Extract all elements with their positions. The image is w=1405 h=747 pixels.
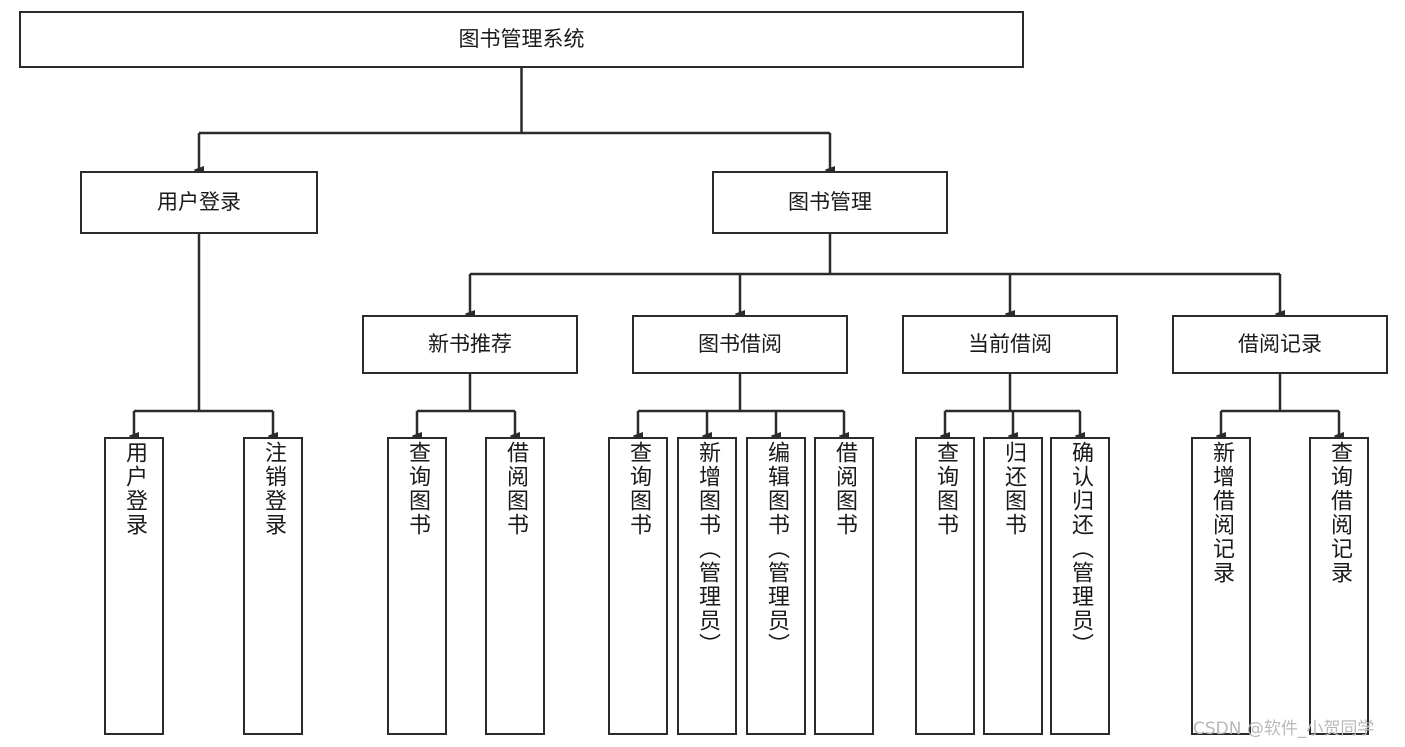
edge-group bbox=[134, 68, 1339, 436]
node-new-book-rec[interactable]: 新书推荐 bbox=[362, 315, 578, 374]
node-leaf-borrow-book-1[interactable]: 借阅图书 bbox=[485, 437, 545, 735]
node-label: 用户登录 bbox=[157, 189, 241, 214]
node-leaf-return-book[interactable]: 归还图书 bbox=[983, 437, 1043, 735]
node-user-login[interactable]: 用户登录 bbox=[80, 171, 318, 234]
node-label: 新增借阅记录 bbox=[1209, 441, 1234, 585]
node-label: 编辑图书（管理员） bbox=[764, 441, 789, 657]
node-leaf-user-login[interactable]: 用户登录 bbox=[104, 437, 164, 735]
node-leaf-user-logout[interactable]: 注销登录 bbox=[243, 437, 303, 735]
node-label: 借阅记录 bbox=[1238, 331, 1322, 356]
node-label: 查询图书 bbox=[405, 441, 430, 537]
watermark: CSDN @软件_小贺同学 bbox=[1193, 719, 1375, 739]
node-book-manage[interactable]: 图书管理 bbox=[712, 171, 948, 234]
node-label: 查询图书 bbox=[933, 441, 958, 537]
node-leaf-confirm-return[interactable]: 确认归还（管理员） bbox=[1050, 437, 1110, 735]
node-label: 注销登录 bbox=[261, 441, 286, 537]
node-label: 用户登录 bbox=[122, 441, 147, 537]
node-label: 查询借阅记录 bbox=[1327, 441, 1352, 585]
node-root[interactable]: 图书管理系统 bbox=[19, 11, 1024, 68]
node-label: 图书管理系统 bbox=[458, 26, 585, 51]
node-label: 当前借阅 bbox=[968, 331, 1052, 356]
node-leaf-add-record[interactable]: 新增借阅记录 bbox=[1191, 437, 1251, 735]
node-book-borrow[interactable]: 图书借阅 bbox=[632, 315, 848, 374]
node-label: 归还图书 bbox=[1001, 441, 1026, 537]
node-label: 新增图书（管理员） bbox=[695, 441, 720, 657]
node-leaf-edit-book[interactable]: 编辑图书（管理员） bbox=[746, 437, 806, 735]
node-label: 借阅图书 bbox=[832, 441, 857, 537]
node-current-borrow[interactable]: 当前借阅 bbox=[902, 315, 1118, 374]
node-label: 查询图书 bbox=[626, 441, 651, 537]
node-leaf-query-book-2[interactable]: 查询图书 bbox=[608, 437, 668, 735]
node-borrow-record[interactable]: 借阅记录 bbox=[1172, 315, 1388, 374]
node-label: 借阅图书 bbox=[503, 441, 528, 537]
node-label: 图书管理 bbox=[788, 189, 872, 214]
node-label: 确认归还（管理员） bbox=[1068, 441, 1093, 657]
node-leaf-query-book-3[interactable]: 查询图书 bbox=[915, 437, 975, 735]
node-leaf-add-book[interactable]: 新增图书（管理员） bbox=[677, 437, 737, 735]
node-leaf-query-book-1[interactable]: 查询图书 bbox=[387, 437, 447, 735]
node-label: 图书借阅 bbox=[698, 331, 782, 356]
node-leaf-query-record[interactable]: 查询借阅记录 bbox=[1309, 437, 1369, 735]
node-label: 新书推荐 bbox=[428, 331, 512, 356]
node-leaf-borrow-book-2[interactable]: 借阅图书 bbox=[814, 437, 874, 735]
